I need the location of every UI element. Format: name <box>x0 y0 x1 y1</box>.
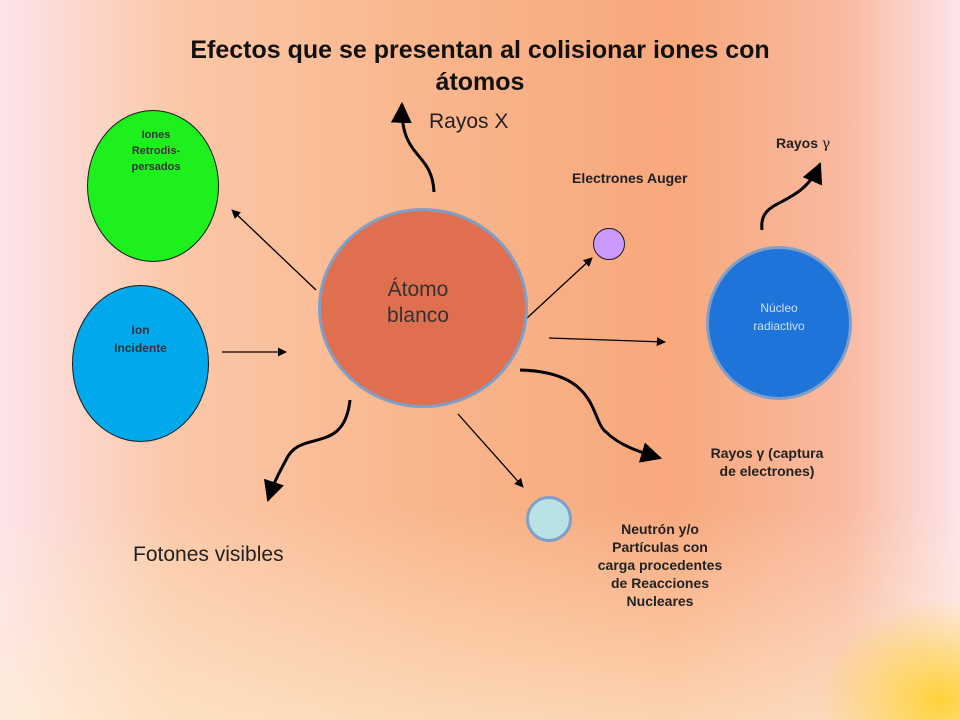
arrow-to-neutron <box>457 413 524 488</box>
arrow-to-nucleus <box>548 337 666 347</box>
nucleo-radiactivo-label: Núcleo radiactivo <box>753 301 805 333</box>
arrow-to-backscattered <box>231 209 317 291</box>
diagram-title: Efectos que se presentan al colisionar i… <box>190 36 770 96</box>
ion-incidente-node: Ion Incidente <box>72 285 209 442</box>
arrow-rayos-gamma <box>760 162 823 231</box>
rayos-gamma-captura-label: Rayos γ (captura de electrones) <box>710 445 824 479</box>
arrow-rayos-gamma-captura <box>519 368 663 463</box>
arrow-rayos-x <box>390 101 436 193</box>
rayos-gamma-label: Rayos γ <box>776 135 831 152</box>
fotones-visibles-label: Fotones visibles <box>133 543 284 566</box>
ion-incidente-label: Ion Incidente <box>114 322 167 355</box>
iones-retrodispersados-label: Iones Retrodis- persados <box>131 129 181 173</box>
electrones-auger-label: Electrones Auger <box>572 170 688 186</box>
atomo-label-line1: Átomo <box>387 278 449 301</box>
atomo-blanco-node: Átomo blanco <box>318 208 528 408</box>
nucleo-radiactivo-node: Núcleo radiactivo <box>706 246 852 400</box>
neutron-label: Neutrón y/o Partículas con carga procede… <box>597 521 723 609</box>
electron-auger-particle <box>593 228 625 260</box>
arrow-to-auger <box>526 257 593 319</box>
iones-retrodispersados-node: Iones Retrodis- persados <box>87 110 219 262</box>
arrow-fotones-visibles <box>264 399 352 502</box>
rayos-x-label: Rayos X <box>429 110 509 133</box>
atomo-label-line2: blanco <box>387 304 449 327</box>
neutron-particle <box>526 496 572 542</box>
